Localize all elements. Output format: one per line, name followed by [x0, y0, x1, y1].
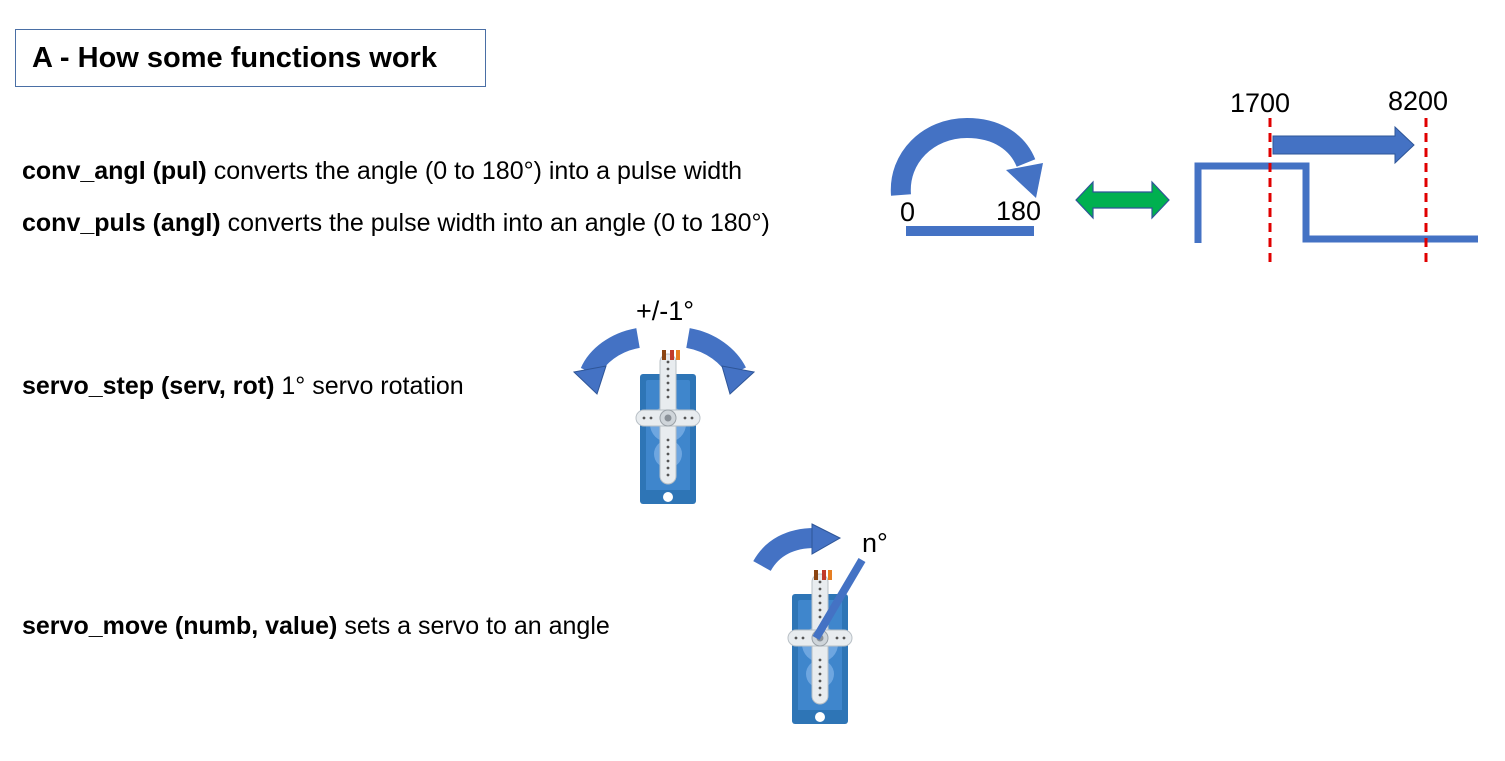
function-name: conv_angl (pul) [22, 157, 207, 185]
function-name: servo_move (numb, value) [22, 612, 338, 640]
rotate-arrow-icon [753, 523, 842, 572]
function-desc: 1° servo rotation [281, 372, 464, 400]
angle-baseline [906, 226, 1034, 236]
step-label: +/-1° [636, 296, 695, 326]
function-desc: converts the angle (0 to 180°) into a pu… [213, 157, 743, 185]
function-servo-move: servo_move (numb, value) sets a servo to… [22, 611, 610, 641]
rotate-left-arrow-icon [572, 328, 641, 395]
function-conv-puls: conv_puls (angl) converts the pulse widt… [22, 208, 770, 238]
function-name: conv_puls (angl) [22, 209, 221, 237]
pulse-waveform [1194, 162, 1478, 243]
rotate-right-arrow-icon [685, 328, 756, 395]
title-box: A - How some functions work [15, 29, 486, 87]
function-name: servo_step (serv, rot) [22, 372, 275, 400]
function-servo-step: servo_step (serv, rot) 1° servo rotation [22, 371, 464, 401]
pulse-marker-1700-label: 1700 [1230, 88, 1291, 118]
pulse-marker-8200-label: 8200 [1388, 86, 1449, 116]
angle-end-label: 180 [996, 196, 1042, 226]
servo-angle-indicator [812, 557, 866, 641]
pulse-width-arrow [1272, 125, 1415, 165]
function-desc: converts the pulse width into an angle (… [227, 209, 770, 237]
angle-arc-arrow [890, 117, 1043, 198]
double-arrow-icon [1075, 180, 1170, 220]
function-desc: sets a servo to an angle [344, 612, 610, 640]
move-label: n° [862, 528, 888, 558]
function-conv-angl: conv_angl (pul) converts the angle (0 to… [22, 156, 742, 186]
page-title: A - How some functions work [32, 42, 437, 74]
servo-icon [635, 349, 701, 505]
angle-start-label: 0 [900, 197, 916, 227]
